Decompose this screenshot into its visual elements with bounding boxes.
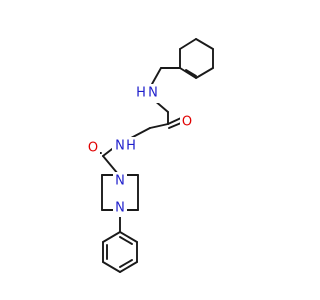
phenyl-bond-6: [119, 231, 138, 243]
methylene-to-nh-bond: [130, 127, 151, 139]
upper-oxygen-label-background: [180, 113, 194, 131]
lower-oxygen-label-background: [86, 139, 100, 157]
cyclohexene-double-bond: [185, 69, 197, 77]
lower-amide-nitrogen-label: N: [115, 139, 125, 154]
methylene-bond: [149, 123, 169, 129]
lower-piperazine-nitrogen-label: N: [115, 201, 125, 216]
lower-nh-label-background: [112, 137, 137, 156]
atom-label-layer: N H O N H O N N: [86, 84, 194, 217]
lower-piperazine-nitrogen-label-background: [113, 199, 127, 217]
cyclohexene-bond-2: [195, 38, 214, 50]
cyclohexene-bond-1: [179, 38, 197, 50]
chain-bond-2: [151, 67, 162, 85]
upper-nh-label-background: [134, 84, 159, 103]
upper-amide-nitrogen-label: N: [148, 86, 158, 101]
molecule-structure-diagram: N H O N H O N N: [86, 38, 214, 273]
upper-piperazine-nitrogen-label-background: [113, 172, 127, 190]
upper-piperazine-nitrogen-label: N: [115, 174, 125, 189]
lower-amide-oxygen-label: O: [88, 141, 98, 156]
cyclohexene-bond-5: [179, 67, 197, 79]
phenyl-inner-bond-2: [119, 259, 133, 268]
phenyl-bond-1: [102, 231, 121, 243]
phenyl-inner-bond-3: [119, 236, 133, 245]
phenyl-bond-3: [102, 261, 121, 273]
lower-amide-hydrogen-label: H: [126, 139, 136, 154]
urea-carbonyl-to-piperazine-bond: [102, 155, 119, 175]
upper-carbonyl-bond-a: [167, 117, 182, 125]
cyclohexene-bond-4: [195, 67, 214, 79]
bond-layer: [90, 38, 214, 273]
phenyl-bond-4: [119, 261, 138, 273]
upper-amide-oxygen-label: O: [182, 115, 192, 130]
upper-carbonyl-bond-b: [168, 122, 182, 129]
upper-amide-hydrogen-label: H: [136, 86, 146, 101]
